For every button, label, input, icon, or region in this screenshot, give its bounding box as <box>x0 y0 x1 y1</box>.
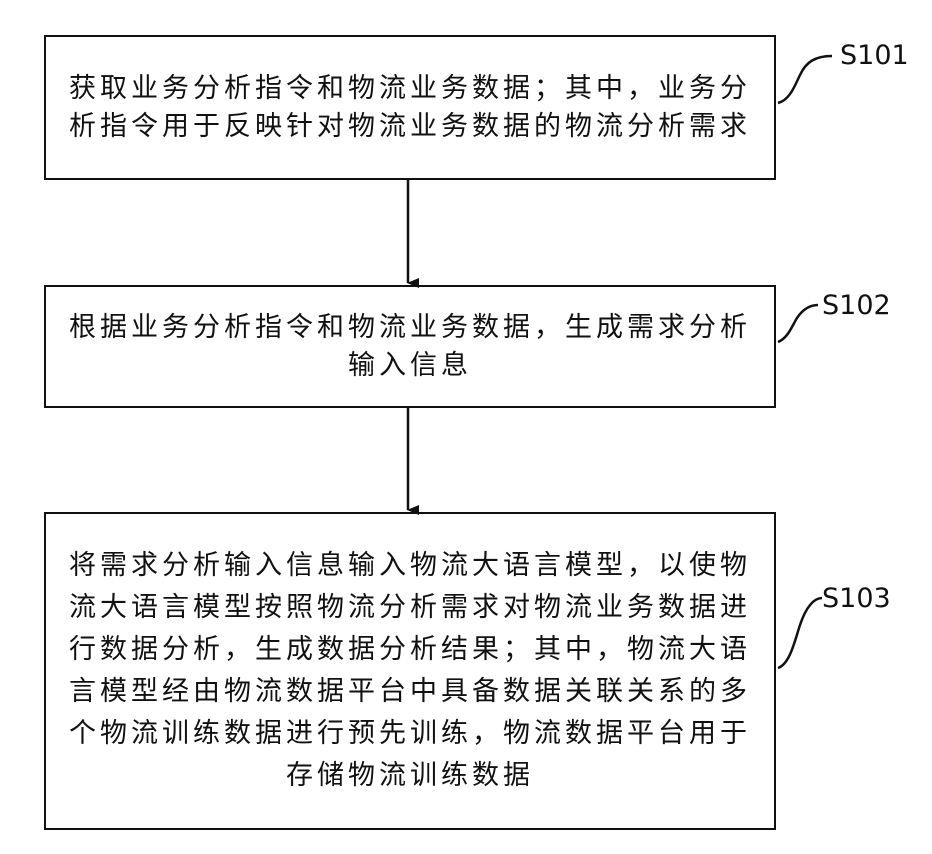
leader-line-s103 <box>778 598 822 668</box>
leader-line-s102 <box>778 305 818 342</box>
leader-line-s101 <box>778 56 832 103</box>
